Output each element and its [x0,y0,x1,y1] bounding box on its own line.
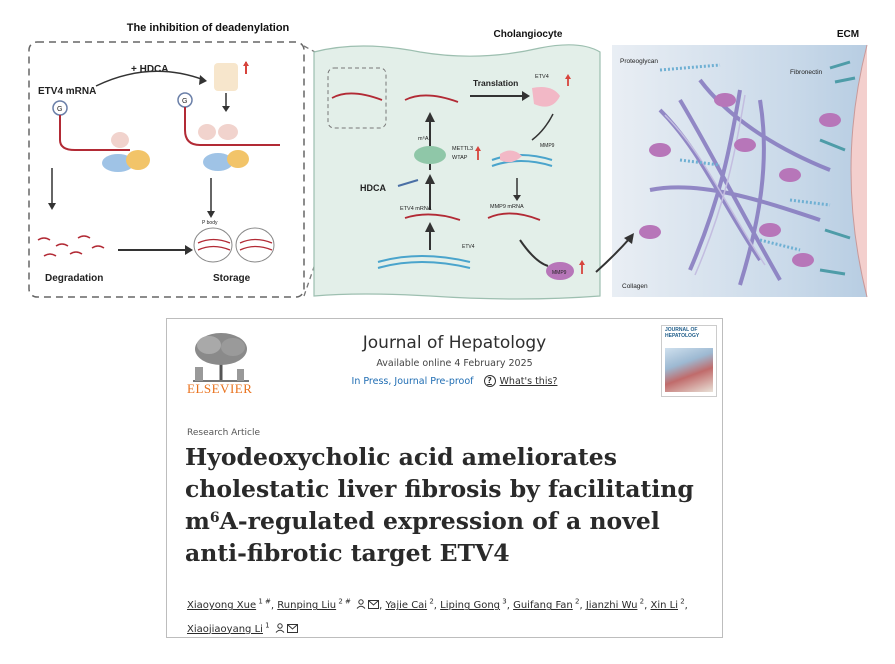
author-item[interactable]: Liping Gong 3 [440,598,507,612]
author-affiliation: 2 [637,598,645,606]
author-name[interactable]: Guifang Fan [513,600,573,612]
journal-info: Journal of Hepatology Available online 4… [327,333,582,387]
label-collagen: Collagen [622,283,648,290]
publisher-name: ELSEVIER [187,381,253,396]
label-wtap: WTAP [452,155,468,161]
author-item[interactable]: Jianzhi Wu 2 [585,598,645,612]
panel-deadenylation-frame [28,41,305,298]
article-type: Research Article [187,428,261,438]
author-affiliation: 2 [572,598,580,606]
ecm-region [612,45,867,297]
panel-title-ecm: ECM [837,29,859,40]
author-affiliation: 2 [427,598,434,606]
author-item[interactable]: Xiaoyong Xue 1 # [187,598,271,612]
panel-title-deadenylation: The inhibition of deadenylation [127,22,290,34]
article-title: Hyodeoxycholic acid ameliorates cholesta… [185,441,720,569]
title-superscript: 6 [209,510,220,526]
label-hdca-plus: + HDCA [131,64,169,75]
cover-image [665,348,713,392]
person-icon[interactable] [356,597,366,616]
help-icon: ? [483,375,496,387]
label-storage: Storage [213,273,251,284]
label-fibronectin: Fibronectin [790,69,823,76]
whats-this-label: What's this? [499,375,558,387]
author-name[interactable]: Xiaoyong Xue [187,600,257,612]
label-mmp9-promoter: MMP9 [540,143,555,149]
elsevier-tree-logo[interactable] [185,329,257,399]
author-name[interactable]: Yajie Cai [385,600,428,612]
author-item[interactable]: Guifang Fan 2 [513,598,580,612]
author-affiliation: 1 # [256,598,271,606]
author-affiliation: 1 [262,621,270,630]
label-translation: Translation [473,78,518,88]
label-mmp9-mrna: MMP9 mRNA [490,204,524,210]
label-proteoglycan: Proteoglycan [620,58,658,65]
svg-text:ETV4: ETV4 [462,244,475,250]
author-item[interactable]: Yajie Cai 2 [385,598,434,612]
label-etv4-mrna-small: ETV4 mRNA [400,206,432,212]
whats-this-link[interactable]: ? What's this? [483,375,558,387]
cover-title: JOURNAL OF HEPATOLOGY [665,327,700,339]
cholangiocyte-cell [313,44,601,300]
graphical-abstract: The inhibition of deadenylation Cholangi… [0,0,895,310]
label-m6a: m⁶A [418,135,429,142]
article-card: ELSEVIER Journal of Hepatology Available… [166,318,723,638]
label-mettl3: METTL3 [452,146,473,152]
svg-text:G: G [57,106,62,113]
author-item[interactable]: Runping Liu 2 # [277,598,380,612]
mail-icon[interactable] [368,597,380,616]
author-name[interactable]: Xin Li [650,600,678,612]
label-p-body: P body [202,220,218,226]
author-name[interactable]: Xiaojiaoyang Li [187,623,263,635]
mail-icon[interactable] [286,621,298,640]
person-icon[interactable] [275,621,285,640]
label-etv4-mrna: ETV4 mRNA [38,86,96,97]
author-name[interactable]: Runping Liu [277,600,337,612]
author-name[interactable]: Jianzhi Wu [585,600,638,612]
title-part-2: A-regulated expression of a novel anti-f… [185,507,660,567]
journal-cover-thumbnail[interactable]: JOURNAL OF HEPATOLOGY [661,325,717,397]
availability-date: Available online 4 February 2025 [376,358,533,369]
status-link[interactable]: In Press, Journal Pre-proof [351,375,474,387]
journal-title[interactable]: Journal of Hepatology [362,333,547,353]
author-affiliation: 2 # [336,598,351,606]
label-etv4-protein: ETV4 [535,74,549,80]
svg-text:MMP9: MMP9 [552,270,567,276]
author-list: Xiaoyong Xue 1 #, Runping Liu 2 # , Yaji… [187,593,712,640]
author-item[interactable]: Xiaojiaoyang Li 1 [187,621,298,635]
author-item[interactable]: Xin Li 2 [650,598,685,612]
svg-text:G: G [182,98,187,105]
panel-title-cholangiocyte: Cholangiocyte [494,29,563,40]
author-name[interactable]: Liping Gong [440,600,501,612]
author-affiliation: 2 [677,598,685,606]
journal-status-row: In Press, Journal Pre-proof ? What's thi… [327,375,582,387]
label-hdca: HDCA [360,183,386,193]
author-affiliation: 3 [500,598,507,606]
label-degradation: Degradation [45,273,103,284]
title-part-1: Hyodeoxycholic acid ameliorates cholesta… [185,443,694,535]
